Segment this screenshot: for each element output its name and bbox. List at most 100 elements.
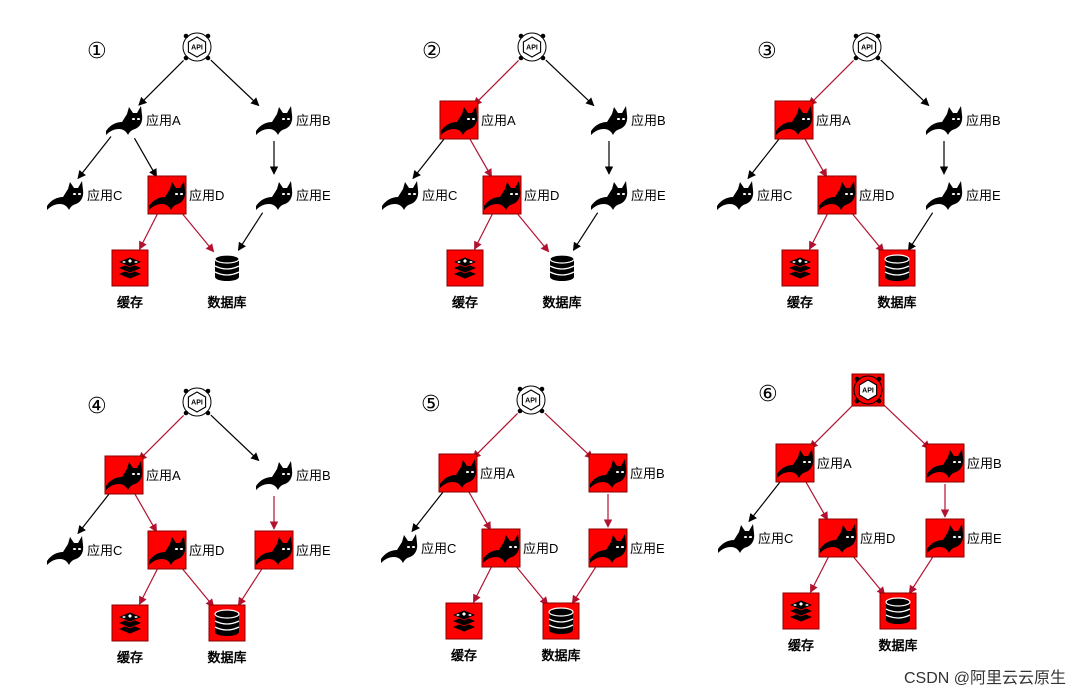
database-icon (884, 254, 910, 281)
edge-d-to-cache (138, 568, 159, 606)
edge-a-to-c (747, 136, 782, 180)
tomcat-icon (381, 534, 418, 563)
node-cache: 缓存 (781, 249, 819, 310)
app-c-label: 应用C (757, 188, 792, 203)
tomcat-icon (777, 449, 814, 478)
step-number: ⑤ (421, 392, 441, 417)
tomcat-icon (717, 181, 754, 210)
tomcat-icon (927, 524, 964, 553)
edge-d-to-cache (138, 213, 159, 251)
node-db: 数据库 (878, 592, 918, 653)
step-number: ① (87, 39, 107, 64)
app-c-label: 应用C (422, 188, 457, 203)
edge-d-to-db (849, 210, 885, 253)
node-c: 应用C (717, 181, 792, 210)
tomcat-icon (591, 106, 628, 135)
app-e-label: 应用E (296, 543, 331, 558)
node-cache: 缓存 (111, 604, 149, 665)
edge-api-to-b (545, 59, 595, 107)
cache-label: 缓存 (787, 295, 813, 310)
step-number: ③ (757, 39, 777, 64)
edge-d-to-db (850, 553, 886, 596)
edge-d-to-cache (808, 213, 829, 251)
edge-a-to-d (803, 137, 828, 178)
api-icon-label: API (526, 45, 538, 52)
api-icon-label: API (191, 45, 203, 52)
node-a: 应用A (104, 455, 181, 495)
node-e: 应用E (926, 181, 1001, 210)
node-d: 应用D (147, 175, 224, 215)
edge-d-to-db (513, 563, 549, 606)
tomcat-icon (718, 524, 755, 553)
node-b: 应用B (256, 106, 331, 135)
tomcat-icon (149, 181, 186, 210)
api-icon: API (182, 32, 212, 62)
app-b-label: 应用B (966, 113, 1001, 128)
node-b: 应用B (925, 443, 1002, 483)
app-e-label: 应用E (631, 188, 666, 203)
api-icon: API (853, 375, 883, 405)
edge-a-to-d (133, 137, 158, 178)
edge-a-to-c (77, 136, 112, 180)
tomcat-icon (256, 181, 293, 210)
edge-e-to-db (572, 212, 599, 252)
tomcat-icon (47, 536, 84, 565)
cache-label: 缓存 (117, 650, 143, 665)
edge-a-to-c (77, 491, 112, 535)
node-d: 应用D (817, 175, 894, 215)
edge-e-to-db (237, 567, 264, 607)
cache-label: 缓存 (451, 648, 477, 663)
app-a-label: 应用A (146, 113, 181, 128)
node-c: 应用C (47, 181, 122, 210)
node-c: 应用C (381, 534, 456, 563)
step-number: ② (422, 39, 442, 64)
edge-e-to-db (907, 212, 934, 252)
app-d-label: 应用D (523, 541, 558, 556)
db-label: 数据库 (877, 295, 916, 310)
app-b-label: 应用B (967, 456, 1002, 471)
edge-d-to-cache (809, 556, 830, 594)
app-d-label: 应用D (859, 188, 894, 203)
tomcat-icon (484, 181, 521, 210)
edge-api-to-b (880, 59, 930, 107)
redis-icon (451, 256, 479, 280)
tomcat-icon (591, 181, 628, 210)
node-db: 数据库 (207, 254, 247, 310)
cache-label: 缓存 (788, 638, 814, 653)
edge-api-to-b (210, 414, 260, 462)
node-d: 应用D (818, 518, 895, 558)
node-cache: 缓存 (446, 249, 484, 310)
app-c-label: 应用C (421, 541, 456, 556)
tomcat-icon (483, 534, 520, 563)
node-cache: 缓存 (445, 602, 483, 663)
node-api: API (851, 373, 885, 407)
tomcat-icon (590, 459, 627, 488)
edge-a-to-d (468, 137, 493, 178)
tomcat-icon (776, 106, 813, 135)
node-b: 应用B (256, 461, 331, 490)
app-e-label: 应用E (966, 188, 1001, 203)
edge-d-to-db (179, 565, 215, 608)
node-a: 应用A (106, 106, 181, 135)
node-db: 数据库 (541, 602, 581, 663)
redis-icon (786, 256, 814, 280)
node-d: 应用D (482, 175, 559, 215)
app-a-label: 应用A (816, 113, 851, 128)
edge-d-to-cache (473, 213, 494, 251)
watermark: CSDN @阿里云云原生 (904, 669, 1066, 687)
node-e: 应用E (925, 518, 1002, 558)
edge-d-to-db (179, 210, 215, 253)
node-e: 应用E (588, 528, 665, 568)
node-cache: 缓存 (782, 592, 820, 653)
node-d: 应用D (147, 530, 224, 570)
step-number: ④ (87, 394, 107, 419)
node-a: 应用A (775, 443, 852, 483)
tomcat-icon (106, 461, 143, 490)
edge-api-to-a (138, 415, 184, 461)
database-icon (549, 254, 575, 281)
app-c-label: 应用C (87, 543, 122, 558)
api-icon: API (517, 32, 547, 62)
